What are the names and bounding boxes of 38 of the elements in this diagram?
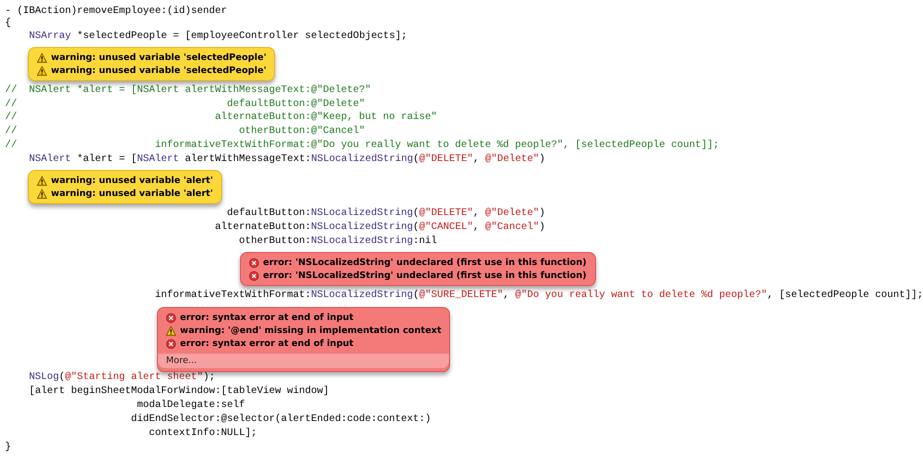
code-comment: // [5, 139, 18, 152]
code-line: informativeTextWithFormat:NSLocalizedString(@"SURE_DELETE", @"Do you really want to delete %d people?", [selectedPeople count]]; [155, 289, 923, 302]
code-line: modalDelegate:self [137, 399, 246, 412]
code-line: NSLog(@"Starting alert sheet"); [29, 371, 216, 384]
code-comment: // [5, 84, 18, 97]
warning-message: warning: '@end' missing in implementation context [180, 326, 442, 336]
code-comment: // [5, 125, 18, 138]
code-line: { [5, 17, 12, 30]
warning-message: warning: unused variable 'selectedPeople' [51, 52, 266, 62]
code-line: NSArray *selectedPeople = [employeeController selectedObjects]; [29, 30, 408, 43]
error-message: error: syntax error at end of input [180, 338, 354, 348]
code-line: [alert beginSheetModalForWindow:[tableView window] [29, 385, 330, 398]
error-bubble [157, 307, 450, 372]
code-line: NSAlert *alert = [NSAlert alertWithMessageText:NSLocalizedString(@"DELETE", @"Delete") [29, 153, 546, 166]
code-comment: informativeTextWithFormat:@"Do you really want to delete %d people?", [selectedPeople count]]; [155, 139, 720, 152]
warning-bubble [28, 47, 276, 81]
code-line: } [5, 441, 12, 454]
error-message: error: 'NSLocalizedString' undeclared (first use in this function) [263, 258, 586, 268]
code-comment: otherButton:@"Cancel" [239, 125, 366, 138]
error-bubble [240, 252, 596, 286]
warning-message: warning: unused variable 'selectedPeople' [51, 66, 266, 76]
code-comment: defaultButton:@"Delete" [227, 98, 366, 111]
code-comment: alternateButton:@"Keep, but no raise" [215, 111, 438, 124]
error-message: error: 'NSLocalizedString' undeclared (first use in this function) [263, 270, 586, 280]
error-message: error: syntax error at end of input [180, 312, 354, 322]
more-button: More... [158, 353, 450, 368]
code-line: didEndSelector:@selector(alertEnded:code:context:) [131, 413, 432, 426]
code-comment: // [5, 111, 18, 124]
code-comment: NSAlert *alert = [NSAlert alertWithMessageText:@"Delete?" [29, 84, 372, 97]
code-comment: // [5, 98, 18, 111]
code-line: alternateButton:NSLocalizedString(@"CANCEL", @"Cancel") [215, 221, 546, 234]
code-line: otherButton:NSLocalizedString:nil [239, 235, 438, 248]
code-line: defaultButton:NSLocalizedString(@"DELETE", @"Delete") [227, 207, 546, 220]
warning-message: warning: unused variable 'alert' [51, 188, 213, 198]
code-line: - (IBAction)removeEmployee:(id)sender [5, 5, 228, 18]
warning-message: warning: unused variable 'alert' [51, 176, 213, 186]
code-line: contextInfo:NULL]; [149, 427, 258, 440]
warning-bubble [28, 170, 222, 204]
